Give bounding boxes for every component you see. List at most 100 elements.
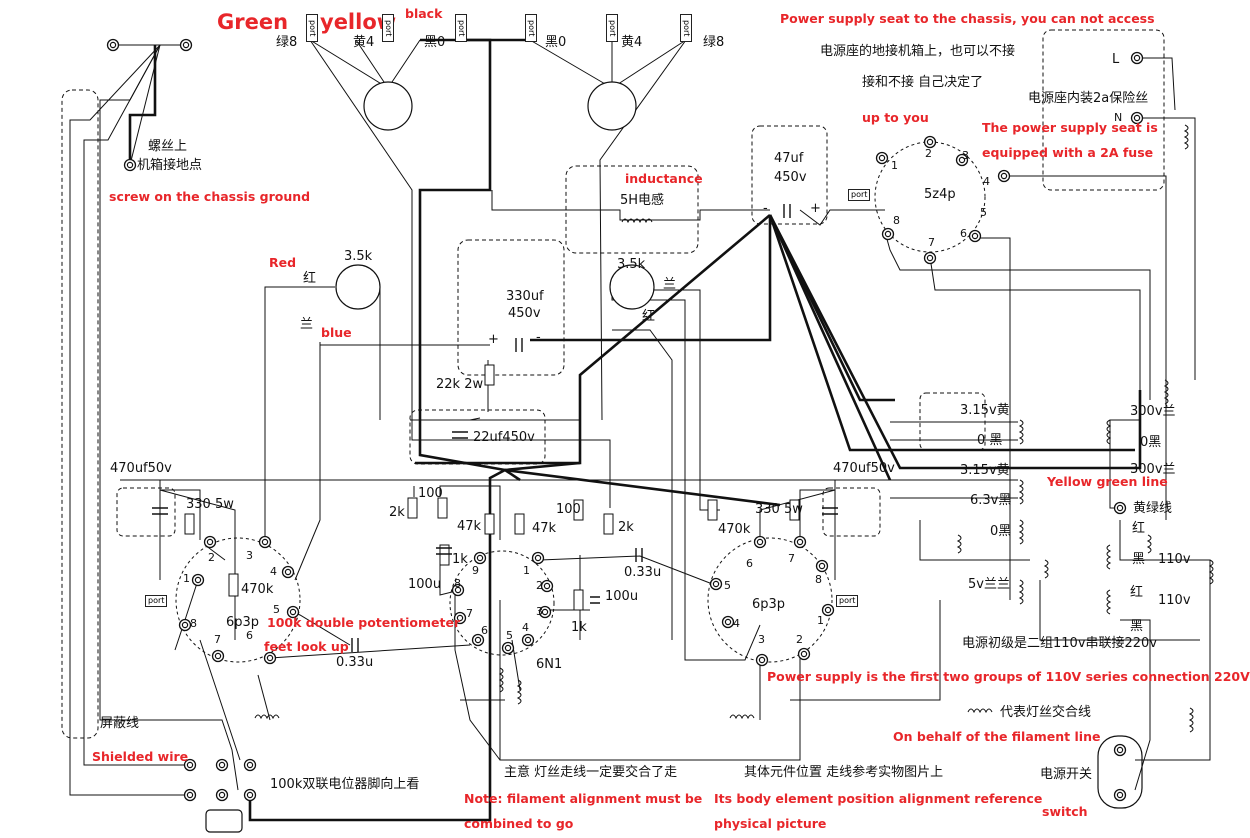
val-r2k-right: 2k	[618, 520, 634, 535]
label-switch: switch	[1042, 804, 1088, 819]
port-tag: port	[306, 14, 318, 42]
label-red: Red	[269, 255, 297, 270]
cn-black0-right: 黑0	[545, 35, 567, 50]
label-filament-line: On behalf of the filament line	[893, 729, 1101, 744]
pin-rect-1: 1	[891, 159, 898, 172]
pin-right-7: 7	[788, 552, 795, 565]
cn-shield: 屏蔽线	[100, 716, 140, 731]
label-note-1: Note: filament alignment must be	[464, 791, 703, 806]
val-r35k-left: 3.5k	[344, 249, 373, 264]
pin-left-3: 3	[246, 549, 253, 562]
tap-0c: 0黑	[1140, 435, 1162, 450]
val-c330v: 450v	[508, 306, 541, 321]
port-tag: port	[525, 14, 537, 42]
label-chassis-note: Power supply seat to the chassis, you ca…	[780, 11, 1155, 26]
val-c47v: 450v	[774, 170, 807, 185]
val-r47k-right: 47k	[532, 521, 557, 536]
pin-rect-6: 6	[960, 227, 967, 240]
cn-choke: 5H电感	[620, 193, 665, 208]
coils	[254, 124, 1214, 733]
tap-300b: 300v兰	[1130, 462, 1176, 477]
cn-blue-right: 兰	[663, 277, 677, 292]
val-rect: 5z4p	[924, 187, 956, 202]
cn-yellow-green: 黄绿线	[1133, 501, 1173, 516]
cn-red-1: 红	[1132, 521, 1146, 536]
tap-315b: 3.15v黄	[960, 463, 1010, 478]
pin-right-5: 5	[724, 579, 731, 592]
capacitors	[152, 204, 838, 652]
tap-0b: 0黑	[990, 524, 1012, 539]
val-c100u-left: 100u	[408, 577, 442, 592]
port-tag: port	[680, 14, 692, 42]
cn-filament: 代表灯丝交合线	[1000, 705, 1092, 720]
dashed-boxes	[61, 29, 1165, 739]
val-c47-minus: -	[763, 201, 768, 216]
switch-outline	[1097, 735, 1143, 809]
val-r100-right: 100	[556, 502, 581, 517]
output-transformers	[363, 81, 637, 131]
cn-chassis-2: 接和不接 自己决定了	[862, 75, 984, 90]
resistors	[184, 364, 800, 611]
cn-black-2: 黑	[1130, 619, 1144, 634]
input-box	[205, 809, 243, 833]
cn-green8-right: 绿8	[703, 35, 725, 50]
pin-mid-1: 1	[523, 564, 530, 577]
pin-left-2: 2	[208, 551, 215, 564]
pin-right-1: 1	[817, 614, 824, 627]
cn-switch: 电源开关	[1040, 767, 1093, 782]
val-c100u-right: 100u	[605, 589, 639, 604]
cn-red-left: 红	[303, 271, 317, 286]
val-c470-right: 470uf50v	[833, 461, 895, 476]
tap-63: 6.3v黑	[970, 493, 1012, 508]
pin-left-4: 4	[270, 565, 277, 578]
val-c470-left: 470uf50v	[110, 461, 172, 476]
tap-315a: 3.15v黄	[960, 403, 1010, 418]
label-inductance: inductance	[625, 171, 703, 186]
pin-mid-8: 8	[454, 577, 461, 590]
tap-110a: 110v	[1158, 552, 1191, 567]
port-tag: port	[382, 14, 394, 42]
label-up-to-you: up to you	[862, 110, 929, 125]
label-screw-ground: screw on the chassis ground	[109, 189, 311, 204]
val-r35k-right: 3.5k	[617, 257, 646, 272]
label-yellow-green-line: Yellow green line	[1047, 474, 1168, 489]
label-shielded-wire: Shielded wire	[92, 749, 189, 764]
label-position-2: physical picture	[714, 816, 827, 831]
pin-mid-7: 7	[466, 607, 473, 620]
val-c330-minus: -	[536, 330, 541, 345]
val-r100-left: 100	[418, 486, 443, 501]
pin-right-6: 6	[746, 557, 753, 570]
tap-5v: 5v兰兰	[968, 577, 1010, 592]
cn-red-2: 红	[1130, 585, 1144, 600]
cn-primary: 电源初级是二组110v串联接220v	[962, 636, 1158, 651]
port-tag: port	[606, 14, 618, 42]
label-fuse-note-1: The power supply seat is	[982, 120, 1158, 135]
val-N: N	[1114, 111, 1123, 124]
label-green: Green	[217, 10, 289, 34]
tap-0a: 0 黑	[977, 433, 1003, 448]
tap-300a: 300v兰	[1130, 404, 1176, 419]
label-fuse-note-2: equipped with a 2A fuse	[982, 145, 1154, 160]
cn-yellow4-right: 黄4	[621, 35, 643, 50]
pin-left-5: 5	[273, 603, 280, 616]
pin-right-8: 8	[815, 573, 822, 586]
cn-screw-1: 螺丝上	[148, 139, 188, 154]
val-r330-left: 330 5w	[186, 497, 234, 512]
pin-right-4: 4	[733, 617, 740, 630]
cn-red-right: 红	[642, 309, 656, 324]
pin-rect-2: 2	[925, 147, 932, 160]
label-yellow: yellow	[320, 10, 397, 34]
pin-rect-3: 3	[962, 149, 969, 162]
cn-fuse: 电源座内装2a保险丝	[1028, 91, 1149, 106]
pin-left-8: 8	[190, 617, 197, 630]
val-r2k-left: 2k	[389, 505, 405, 520]
pin-mid-5: 5	[506, 629, 513, 642]
val-r470k-right: 470k	[718, 522, 751, 537]
pin-rect-8: 8	[893, 214, 900, 227]
cn-position: 其体元件位置 走线参考实物图片上	[744, 765, 944, 780]
val-c22: 22uf450v	[473, 430, 535, 445]
heavy-wires	[128, 38, 1142, 822]
pin-left-6: 6	[246, 629, 253, 642]
val-tube-right: 6p3p	[752, 597, 786, 612]
val-c033-left: 0.33u	[336, 655, 374, 670]
